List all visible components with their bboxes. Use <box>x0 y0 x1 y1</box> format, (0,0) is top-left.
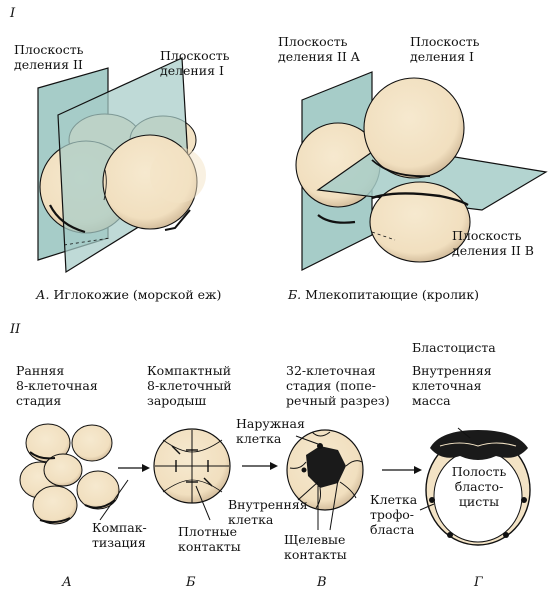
stage-c-letter: В <box>317 575 327 590</box>
caption-letter: Б. <box>288 287 302 302</box>
label-line: Компак- <box>92 520 147 535</box>
inner-cell-mass <box>430 430 528 460</box>
label-line: Плоскость <box>278 34 348 49</box>
label-line: бласто- <box>454 479 504 494</box>
stage-c-32-cell <box>286 429 364 531</box>
stage-c-title: 32-клеточная стадия (попе- речный разрез… <box>286 363 390 408</box>
cavity-label: Полость бласто- цисты <box>447 464 511 509</box>
tight-junctions-label: Плотные контакты <box>178 524 241 554</box>
label-line: Ранняя <box>16 363 65 378</box>
stage-d-letter: Г <box>474 575 483 590</box>
gap-junctions-label: Щелевые контакты <box>284 532 347 562</box>
caption-b: Б. Млекопитающие (кролик) <box>288 287 479 302</box>
label-line: Плотные <box>178 524 237 539</box>
section-label-ii: II <box>10 322 21 337</box>
caption-a: А. Иглокожие (морской еж) <box>36 287 221 302</box>
label-line: Плоскость <box>410 34 480 49</box>
label-line: тизация <box>92 535 146 550</box>
inner-mass-label: Внутренняя клеточная масса <box>412 363 492 408</box>
label-line: трофо- <box>370 507 414 522</box>
inner-cell-label: Внутренняя клетка <box>228 497 308 527</box>
label-line: 8-клеточная <box>16 378 98 393</box>
section-label-i: I <box>10 6 16 21</box>
label-line: Клетка <box>370 492 418 507</box>
label-line: деления I <box>160 63 224 78</box>
label-line: контакты <box>178 539 241 554</box>
stage-d-title: Бластоциста <box>412 340 496 355</box>
stage-b-compact-8-cell <box>153 428 231 521</box>
label-line: масса <box>412 393 451 408</box>
label-line: Полость <box>451 464 507 479</box>
stage-d-blastocyst <box>419 427 531 546</box>
label-line: деления II A <box>278 49 360 64</box>
label-line: Наружная <box>236 416 305 431</box>
stage-b-title: Компактный 8-клеточный зародыш <box>147 363 232 408</box>
cell <box>43 453 83 487</box>
label-line: деления II B <box>452 243 534 258</box>
label-line: стадия (попе- <box>286 378 376 393</box>
stage-b-letter: Б <box>186 575 196 590</box>
label-line: бласта <box>370 522 415 537</box>
arrow-a-to-b <box>118 464 150 472</box>
label-line: клеточная <box>412 378 482 393</box>
label-line: Плоскость <box>452 228 522 243</box>
label-line: зародыш <box>147 393 207 408</box>
panel-b-rabbit <box>295 71 548 271</box>
label-line: цисты <box>458 494 500 509</box>
label-line: Внутренняя <box>412 363 492 378</box>
label-line: Плоскость <box>14 42 84 57</box>
stage-a-title: Ранняя 8-клеточная стадия <box>16 363 98 408</box>
label-line: стадия <box>16 393 62 408</box>
cell <box>150 147 206 203</box>
cell <box>369 181 471 263</box>
label-line: деления II <box>14 57 83 72</box>
plane-i-label-b: Плоскость деления I <box>410 34 479 64</box>
caption-text: Млекопитающие (кролик) <box>305 287 480 302</box>
plane-ii-label: Плоскость деления II <box>14 42 83 72</box>
label-line: деления I <box>410 49 474 64</box>
cell <box>32 485 78 525</box>
label-line: клетка <box>228 512 274 527</box>
label-line: 32-клеточная <box>286 363 376 378</box>
stage-a-letter: А <box>62 575 72 590</box>
trophoblast-label: Клетка трофо- бласта <box>370 492 417 537</box>
label-line: 8-клеточный <box>147 378 232 393</box>
cell <box>76 470 120 510</box>
plane-i-label: Плоскость деления I <box>160 48 229 78</box>
plane-iib-label: Плоскость деления II B <box>452 228 534 258</box>
plane-iia-label: Плоскость деления II A <box>278 34 360 64</box>
stage-a-early-8-cell <box>19 423 129 525</box>
cell <box>363 77 465 179</box>
arrow-c-to-d <box>382 466 422 474</box>
arrow-b-to-c <box>242 462 278 470</box>
label-line: Компактный <box>147 363 232 378</box>
label-line: речный разрез) <box>286 393 390 408</box>
panel-a-sea-urchin <box>37 57 206 274</box>
label-line: клетка <box>236 431 282 446</box>
label-line: Внутренняя <box>228 497 308 512</box>
outer-cell-label: Наружная клетка <box>236 416 305 446</box>
label-line: контакты <box>284 547 347 562</box>
label-line: Плоскость <box>160 48 230 63</box>
inner-cell-mass <box>306 446 346 488</box>
compaction-label: Компак- тизация <box>92 520 147 550</box>
label-line: Щелевые <box>284 532 346 547</box>
caption-text: Иглокожие (морской еж) <box>53 287 222 302</box>
caption-letter: А. <box>36 287 50 302</box>
cell <box>71 424 113 462</box>
